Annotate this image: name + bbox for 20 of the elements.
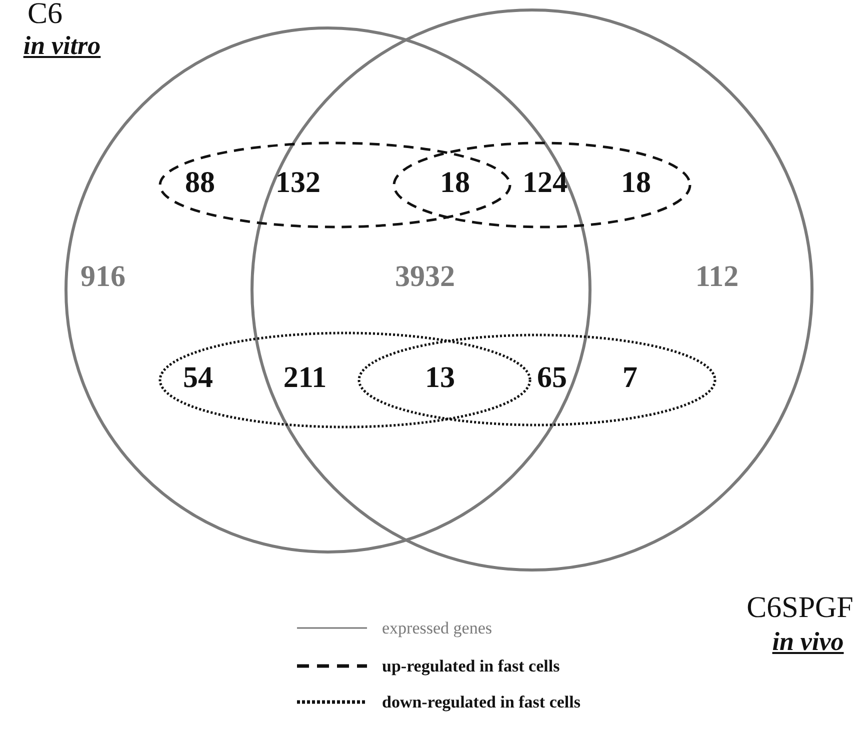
count-label: 88 (185, 168, 215, 198)
set-subtitle: in vitro (23, 33, 101, 59)
count-label: 124 (522, 168, 568, 198)
count-label: 3932 (395, 262, 455, 292)
count-label: 7 (622, 363, 638, 393)
legend-label: down-regulated in fast cells (382, 694, 580, 710)
legend-label: expressed genes (382, 620, 492, 636)
count-label: 13 (425, 363, 455, 393)
count-label: 916 (80, 262, 126, 292)
count-label: 54 (183, 363, 213, 393)
count-label: 18 (440, 168, 470, 198)
set-name: C6SPGF (746, 593, 854, 623)
set-name: C6 (28, 0, 62, 29)
count-label: 112 (695, 262, 739, 292)
set-subtitle: in vivo (772, 629, 844, 655)
count-label: 211 (283, 363, 327, 393)
count-label: 18 (621, 168, 651, 198)
count-label: 132 (276, 168, 320, 198)
count-label: 65 (537, 363, 567, 393)
legend-label: up-regulated in fast cells (382, 658, 560, 674)
